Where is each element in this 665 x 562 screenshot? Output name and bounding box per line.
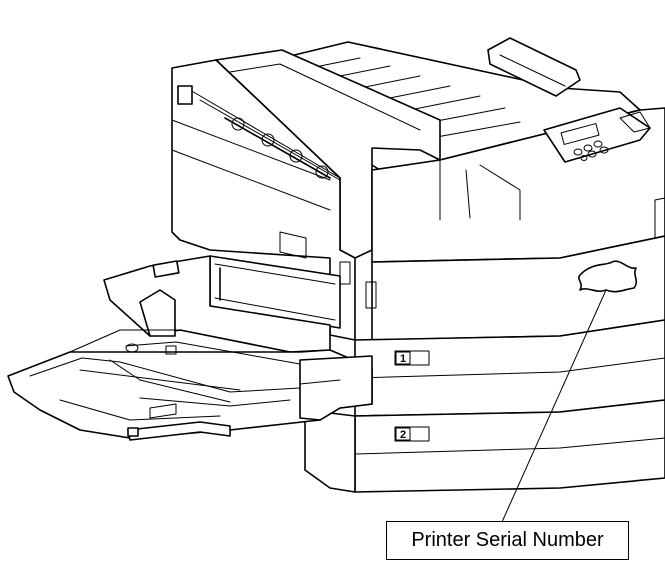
tray-1-number: 1 xyxy=(400,353,406,365)
printer-serial-number-callout: Printer Serial Number xyxy=(386,521,629,560)
serial-number-label xyxy=(578,260,638,293)
tray-2-label: 2 xyxy=(394,426,430,442)
tray-1-label: 1 xyxy=(394,350,430,366)
tray-2-number: 2 xyxy=(400,429,406,441)
callout-leader-line xyxy=(501,289,607,523)
callout-label: Printer Serial Number xyxy=(411,529,604,551)
bypass-tray xyxy=(7,255,373,441)
left-side-door xyxy=(171,59,356,341)
paper-trays: 1 2 xyxy=(304,319,665,493)
